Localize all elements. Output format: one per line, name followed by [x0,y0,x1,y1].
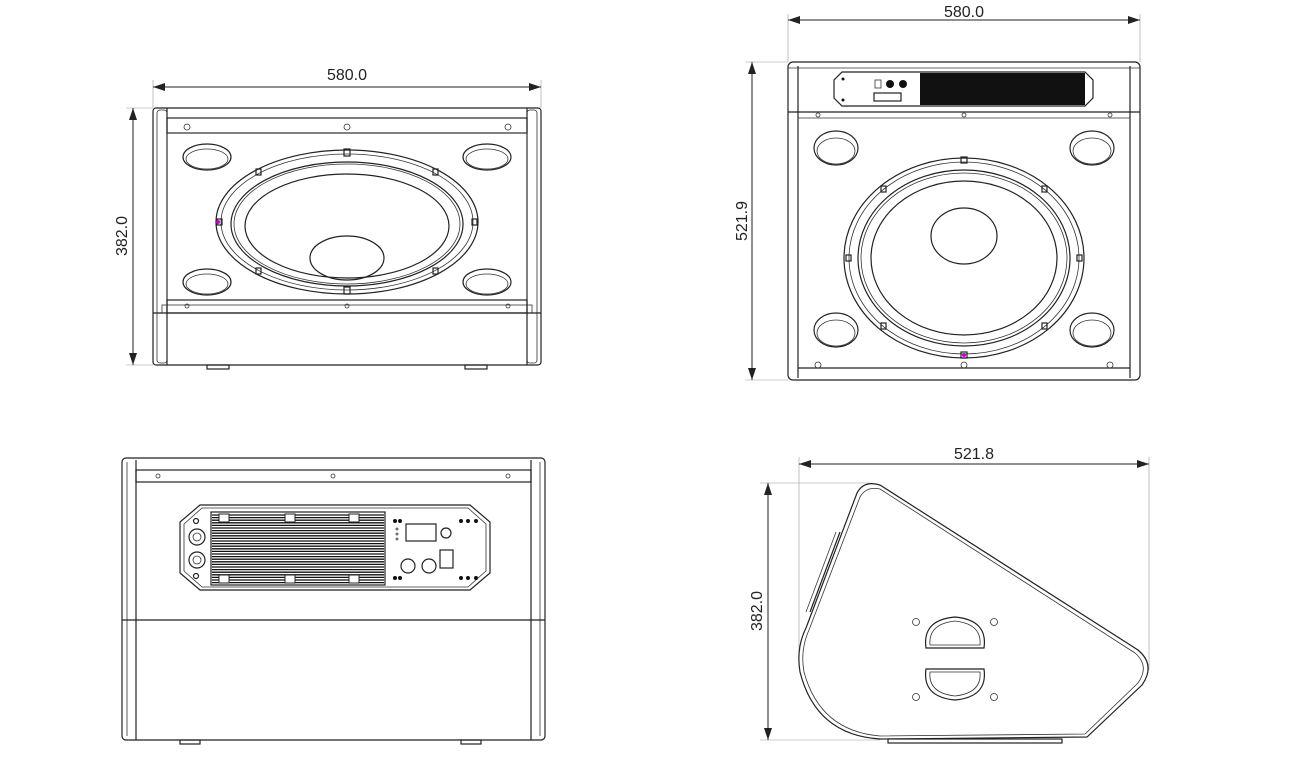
carry-handle [912,668,998,701]
carry-handle [912,616,998,649]
xlr-input [400,558,416,574]
cabinet-outline [787,61,1141,381]
speakon-connector [188,551,206,569]
rear-view [121,457,546,745]
heatsink [920,73,1085,105]
amplifier-panel [833,71,1094,107]
top-view: 580.0 521.9 [734,4,1141,381]
heatsink-screw [348,513,360,523]
foot [460,739,482,745]
marker-dot [216,220,220,224]
depth-dimension-label: 521.9 [734,201,751,241]
heatsink [210,511,386,586]
heatsink-screw [284,574,296,584]
dust-cap [309,235,385,281]
woofer [843,156,1085,359]
foot [464,364,488,370]
depth-dimension-label: 521.8 [954,446,994,463]
control-knob[interactable] [440,527,452,539]
foot [206,364,230,370]
heatsink-screw [218,513,230,523]
front-view: 580.0 382.0 [114,67,542,370]
power-connector [439,549,454,569]
display-window [405,523,437,542]
width-dimension-label: 580.0 [327,67,367,84]
side-view: 521.8 382.0 [749,446,1150,744]
cabinet-outline [152,107,542,366]
height-dimension-label: 382.0 [114,216,131,256]
foot [887,738,1063,744]
display-window [873,92,902,102]
amplifier-panel [179,504,491,591]
bass-port [182,143,512,296]
speakon-connector [188,528,206,546]
xlr-output [421,558,437,574]
dust-cap [930,207,998,265]
marker-dot [962,353,966,357]
woofer [215,148,479,295]
height-dimension-label: 382.0 [749,591,766,631]
bass-port [813,130,1115,348]
cabinet-outline [121,457,546,741]
cabinet-outline [798,483,1149,740]
heatsink-screw [284,513,296,523]
width-dimension-label: 580.0 [944,4,984,21]
heatsink-screw [218,574,230,584]
foot [179,739,201,745]
heatsink-screw [348,574,360,584]
